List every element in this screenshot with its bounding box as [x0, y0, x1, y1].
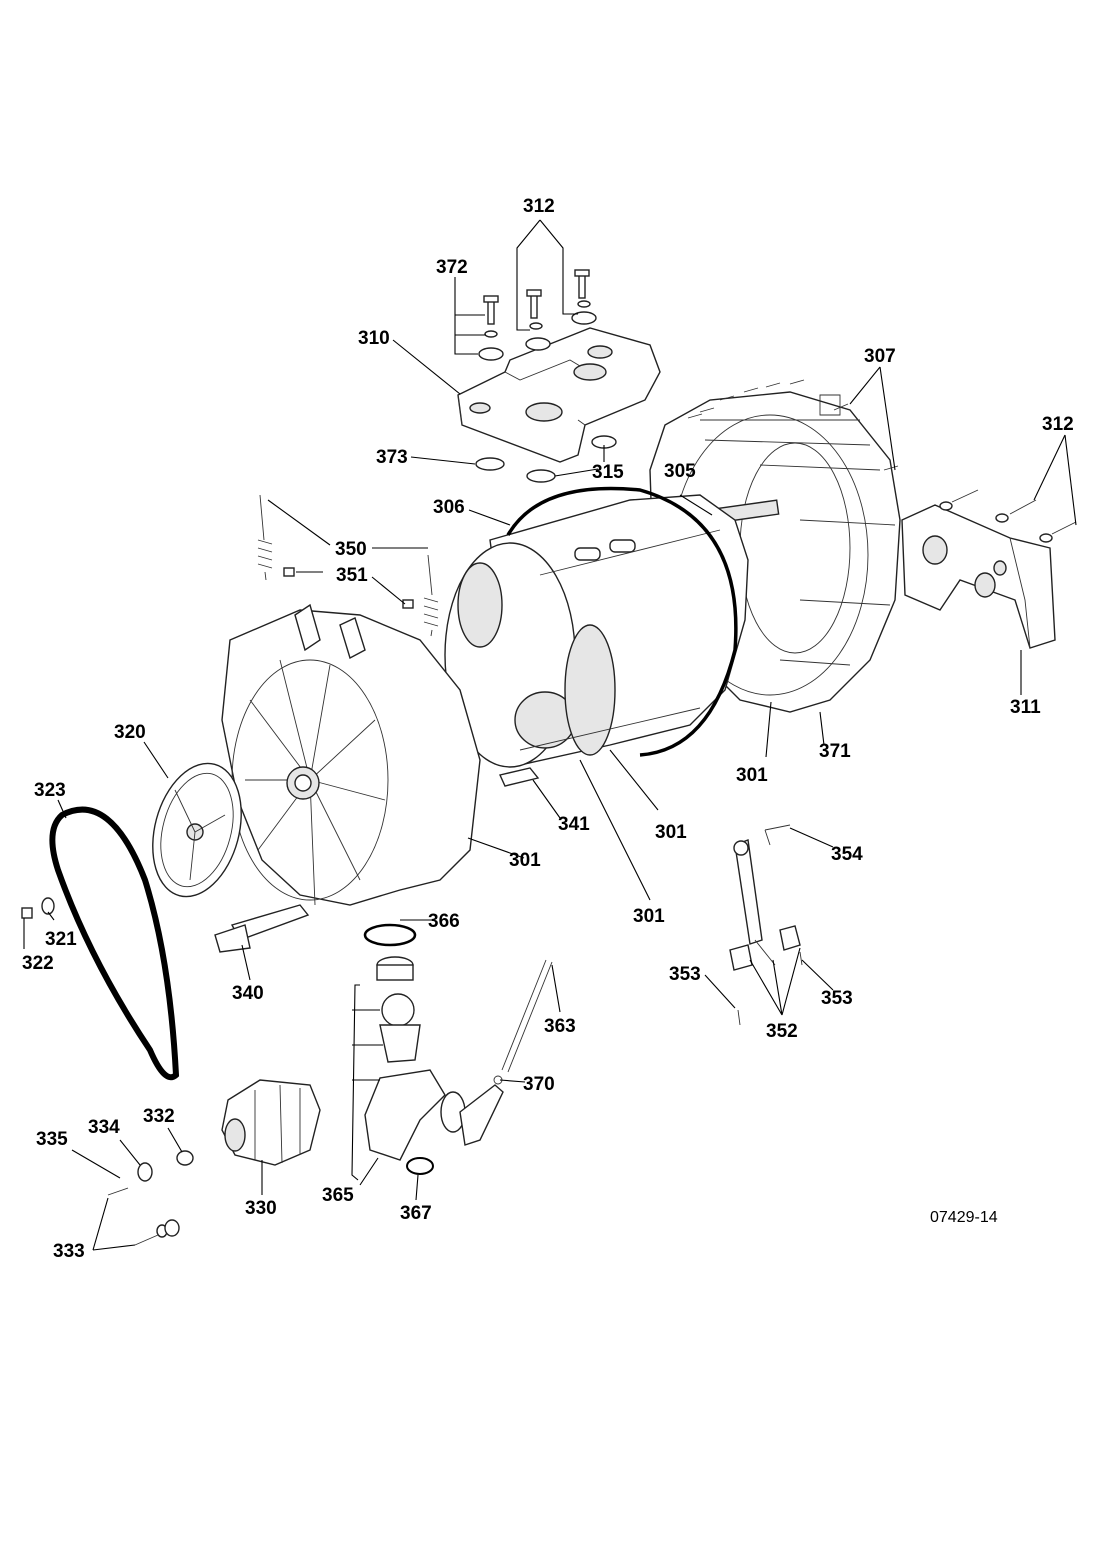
- callout-366: 366: [428, 911, 460, 932]
- callout-351: 351: [336, 565, 368, 586]
- tub-heater-sensor-clip: [499, 767, 540, 787]
- drive-motor: [221, 1079, 321, 1166]
- counterweight-bolts: [475, 269, 617, 483]
- callout-354: 354: [831, 844, 863, 865]
- callout-372: 372: [436, 257, 468, 278]
- sump-hose-clamp: [363, 923, 417, 947]
- callout-307: 307: [864, 346, 896, 367]
- callout-301-front: 301: [509, 850, 541, 871]
- callout-311: 311: [1010, 697, 1041, 718]
- callout-332: 332: [143, 1106, 175, 1127]
- diagram-code: 07429-14: [930, 1209, 998, 1226]
- callout-365: 365: [322, 1185, 354, 1206]
- drain-sump-assembly: [364, 956, 553, 1175]
- callout-370: 370: [523, 1074, 555, 1095]
- callout-301-drum: 301: [655, 822, 687, 843]
- leader-lines: [23, 219, 1077, 1251]
- top-counterweight: [457, 327, 661, 463]
- callout-322: 322: [22, 953, 54, 974]
- callout-367: 367: [400, 1203, 432, 1224]
- bracket-bolts: [939, 489, 1077, 543]
- callout-305: 305: [664, 461, 696, 482]
- callout-352: 352: [766, 1021, 798, 1042]
- rear-tub-bolts: [687, 379, 899, 471]
- callout-353-right: 353: [821, 988, 853, 1009]
- callout-301-rear: 301: [736, 765, 768, 786]
- callout-315: 315: [592, 462, 624, 483]
- callout-373: 373: [376, 447, 408, 468]
- drive-belt: [49, 806, 180, 1081]
- callout-306: 306: [433, 497, 465, 518]
- callout-340: 340: [232, 983, 264, 1004]
- tub-springs: [257, 494, 439, 637]
- callout-341: 341: [558, 814, 590, 835]
- callout-312-right: 312: [1042, 414, 1074, 435]
- front-tub-half: [221, 603, 481, 906]
- motor-hardware: [107, 1150, 194, 1246]
- drum-pulley: [152, 762, 242, 898]
- wash-drum: [444, 494, 749, 768]
- drum-seal-ring: [506, 486, 738, 757]
- callout-350: 350: [335, 539, 367, 560]
- callout-333: 333: [53, 1241, 85, 1262]
- callout-310: 310: [358, 328, 390, 349]
- pulley-bolt: [21, 897, 55, 919]
- callout-335: 335: [36, 1129, 68, 1150]
- callout-353-left: 353: [669, 964, 701, 985]
- callout-320: 320: [114, 722, 146, 743]
- callout-labels: 312 372 310 373 315 307 312 306 305 350 …: [22, 196, 1074, 1262]
- callout-323: 323: [34, 780, 66, 801]
- rear-bracket: [901, 504, 1056, 649]
- callout-321: 321: [45, 929, 77, 950]
- heating-element: [214, 904, 310, 953]
- shock-absorber: [729, 824, 803, 1026]
- callout-363: 363: [544, 1016, 576, 1037]
- callout-312-top: 312: [523, 196, 555, 217]
- callout-334: 334: [88, 1117, 120, 1138]
- callout-371: 371: [819, 741, 851, 762]
- callout-330: 330: [245, 1198, 277, 1219]
- callout-301-lower: 301: [633, 906, 665, 927]
